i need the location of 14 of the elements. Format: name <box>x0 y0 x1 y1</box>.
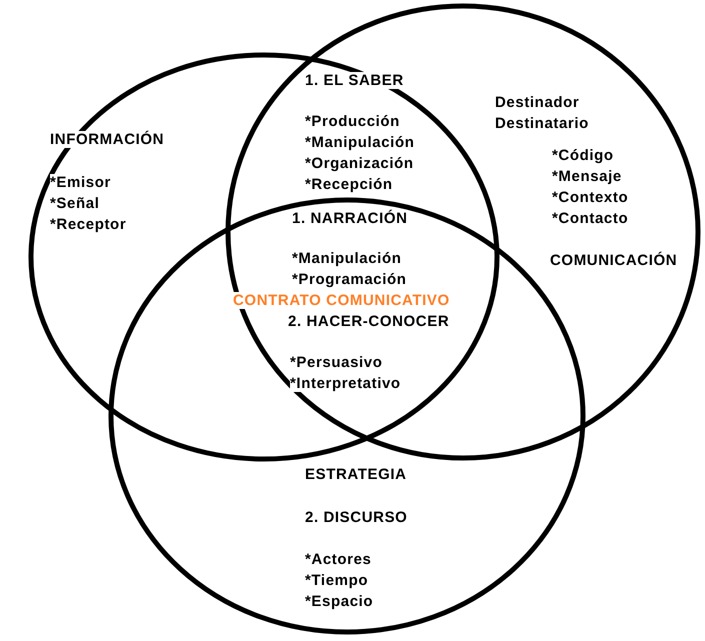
list-item: *Programación <box>292 271 406 288</box>
list-item: *Tiempo <box>305 572 368 589</box>
list-item: *Organización <box>305 155 414 172</box>
list-item: *Código <box>552 147 614 164</box>
list-item: *Manipulación <box>292 250 402 267</box>
list-item: *Mensaje <box>552 168 622 185</box>
region-heading: 1. EL SABER <box>305 72 404 89</box>
list-item: *Receptor <box>50 216 126 233</box>
center-title: CONTRATO COMUNICATIVO <box>233 292 450 309</box>
region-heading: INFORMACIÓN <box>50 131 164 148</box>
list-item: *Interpretativo <box>290 375 401 392</box>
list-item: *Espacio <box>305 593 374 610</box>
list-item: *Manipulación <box>305 134 414 151</box>
list-item: *Recepción <box>305 176 393 193</box>
